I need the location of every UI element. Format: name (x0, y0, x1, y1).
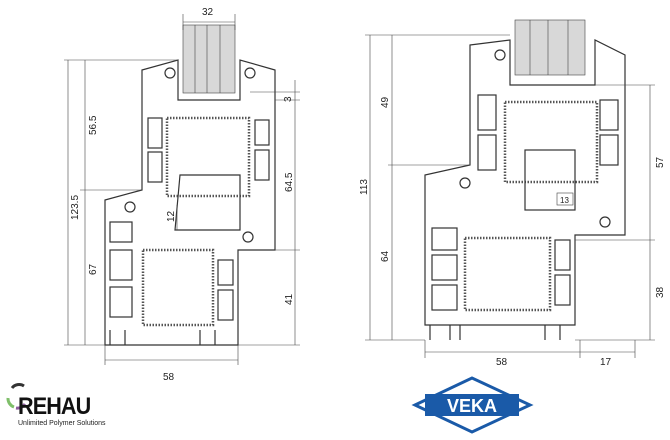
frame-reinforcement (463, 236, 552, 312)
rehau-logo-mark (6, 383, 27, 410)
rehau-profile: 32 3 56.5 123.5 64.5 12 67 41 58 (64, 7, 300, 383)
dim-sash-height: 49 (380, 96, 391, 108)
frame-reinforcement (141, 248, 215, 327)
dim-sash-depth: 64.5 (284, 172, 295, 192)
dim-sash-depth: 57 (655, 156, 666, 168)
rehau-tagline: Unlimited Polymer Solutions (18, 420, 106, 427)
dim-gap: 3 (283, 96, 294, 102)
dim-frame-width: 58 (163, 372, 175, 383)
glass-unit (182, 24, 236, 94)
sash-frame-outline (424, 39, 626, 326)
dim-frame-lower: 38 (655, 286, 666, 298)
dim-frame-height: 67 (88, 263, 99, 275)
dim-total-height: 113 (359, 179, 370, 195)
sash-reinforcement (503, 100, 599, 184)
dim-glass: 32 (202, 7, 214, 18)
dim-sash-height: 56.5 (88, 115, 99, 135)
dim-frame-lower: 41 (284, 293, 295, 305)
veka-logo: VEKA (411, 376, 534, 434)
veka-profile: 49 113 57 13 64 38 58 17 (359, 19, 666, 368)
sash-reinforcement (165, 116, 251, 198)
dim-frame-width: 58 (496, 357, 508, 368)
rehau-logo-text: REHAU (18, 393, 91, 420)
dim-offset: 17 (600, 357, 612, 368)
dim-overlap: 12 (166, 210, 177, 222)
dim-total-height: 123.5 (70, 195, 81, 220)
glass-unit (514, 19, 586, 76)
veka-logo-text: VEKA (447, 396, 497, 416)
dim-frame-height: 64 (380, 250, 391, 262)
dim-overlap: 13 (560, 196, 569, 205)
